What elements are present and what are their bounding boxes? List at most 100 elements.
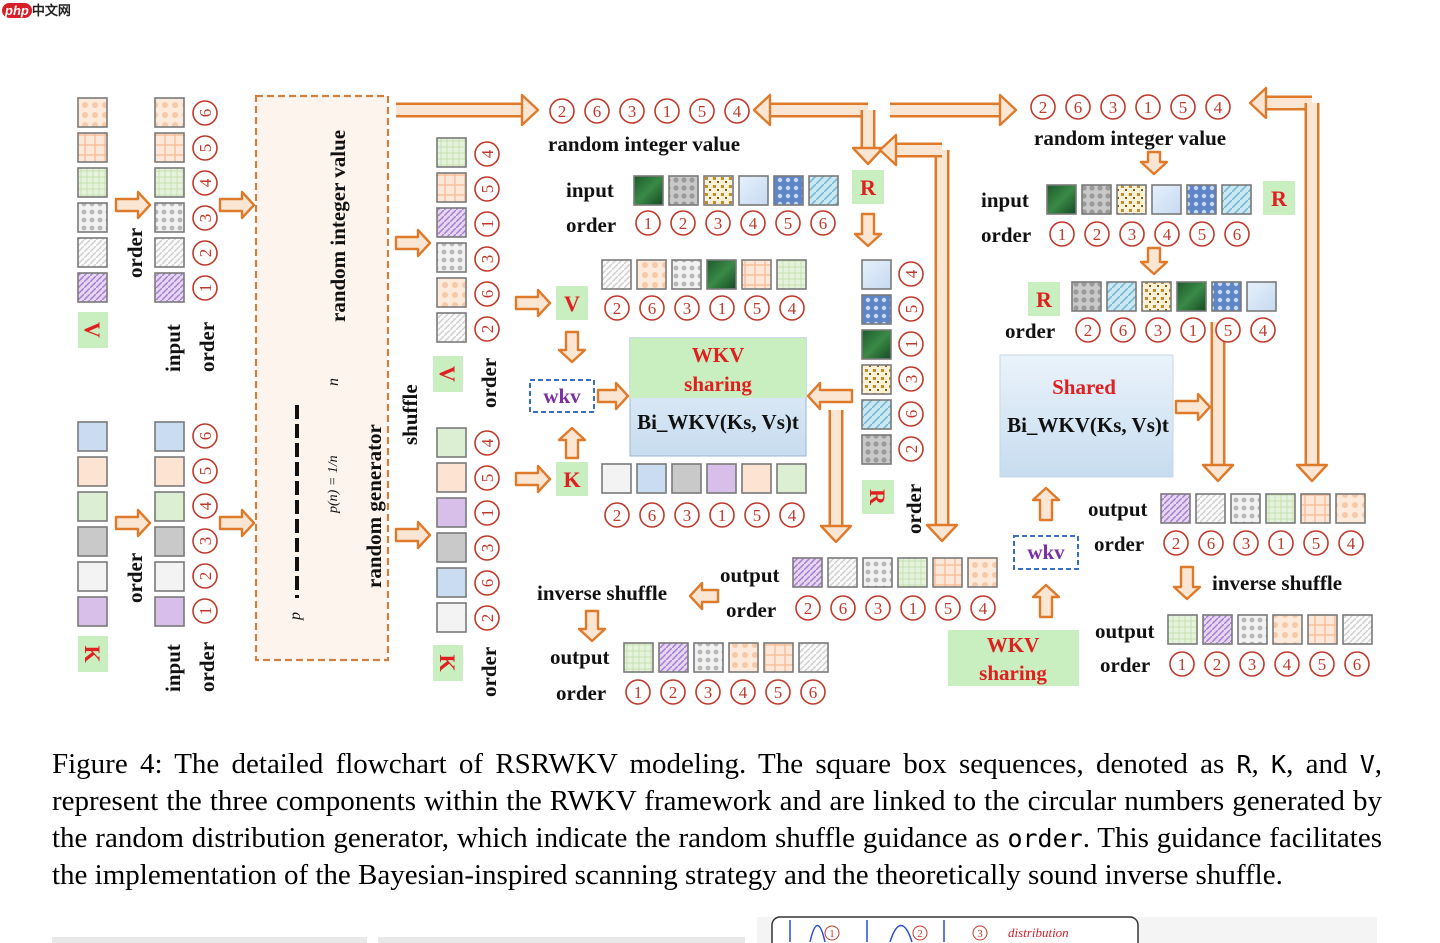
mid-output-cell — [792, 557, 823, 588]
mid-r-order-circle: 2 — [670, 210, 696, 236]
mid-k-row-circle: 1 — [709, 502, 735, 528]
right-r-order-circle-value: 5 — [1198, 225, 1207, 244]
k-shuffled-circle: 2 — [474, 605, 500, 631]
right-output-order-label: order — [1094, 532, 1144, 556]
top1-circle-value: 4 — [733, 102, 742, 121]
mid-v-shuffled-row-cell — [776, 259, 807, 290]
right-r-order-circle: 4 — [1154, 221, 1180, 247]
right-final-order-circle: 2 — [1204, 651, 1230, 677]
pipe-right-down2-head — [1295, 463, 1329, 483]
top2-circle-value: 5 — [1179, 98, 1188, 117]
right-final-order-circle: 4 — [1274, 651, 1300, 677]
v-shuffled-circle: 5 — [474, 176, 500, 202]
final-output-cell-mid — [728, 642, 759, 673]
mid-output-circle: 5 — [935, 595, 961, 621]
mid-v-shuffled-row-cell — [601, 259, 632, 290]
k-shuffled-cell — [436, 427, 467, 458]
top2-circle: 6 — [1065, 94, 1091, 120]
v-order-label: order — [123, 228, 147, 278]
right-final-output-cell — [1167, 614, 1198, 645]
right-output-cell — [1160, 493, 1191, 524]
mid-r-order-circle: 4 — [740, 210, 766, 236]
top2-circle-value: 1 — [1144, 98, 1153, 117]
top1-circle: 3 — [619, 98, 645, 124]
final-order-circle-mid-value: 3 — [704, 683, 713, 702]
mid-output-cell — [862, 557, 893, 588]
mid-r-input-cell — [668, 175, 699, 206]
top2-random-integer-label: random integer value — [1034, 126, 1226, 150]
r-label-right-row: R — [1036, 287, 1053, 312]
mid-r-shuffled-cell — [861, 399, 892, 430]
right-output-circle: 5 — [1303, 530, 1329, 556]
mid-r-col-order-label: order — [902, 484, 926, 534]
mid-r-col-circle-value: 4 — [902, 269, 921, 278]
k-shuffled-circle: 5 — [474, 465, 500, 491]
mid-r-order-circle: 3 — [705, 210, 731, 236]
arrow-inverse-down — [577, 609, 607, 643]
mid-output-circle-value: 4 — [979, 599, 988, 618]
k-order-circle-value: 3 — [196, 537, 215, 546]
mid-r-col-circle-value: 2 — [902, 445, 921, 454]
mid-r-input-cell — [703, 175, 734, 206]
right-input-label: input — [981, 188, 1029, 212]
mid-input-label: input — [566, 178, 614, 202]
top2-circle: 4 — [1205, 94, 1231, 120]
wkv-label-mid: wkv — [543, 384, 581, 408]
v-shuffled-circle-value: 5 — [478, 185, 497, 194]
top1-circle-value: 1 — [663, 102, 672, 121]
top1-circle: 2 — [549, 98, 575, 124]
v-shuffled-cell — [436, 242, 467, 273]
shuffle-label: shuffle — [398, 384, 422, 445]
v-shuffled-cell — [436, 207, 467, 238]
v-order-circle: 3 — [192, 205, 218, 231]
v-shuffled-circle-value: 2 — [478, 325, 497, 334]
mid-v-row-circle: 4 — [779, 295, 805, 321]
v-order-circle: 1 — [192, 275, 218, 301]
v-shuffled-circle-value: 3 — [478, 255, 497, 264]
mid-v-shuffled-row-cell — [671, 259, 702, 290]
mid-v-row-circle: 6 — [639, 295, 665, 321]
right-output-circle-value: 2 — [1172, 534, 1181, 553]
right-r-shuffled-circle-value: 6 — [1119, 321, 1128, 340]
right-final-order-circle-value: 3 — [1248, 655, 1257, 674]
mid-k-row-circle: 4 — [779, 502, 805, 528]
mid-v-row-circle: 1 — [709, 295, 735, 321]
final-output-cell-mid — [623, 642, 654, 673]
final-order-circle-mid-value: 5 — [774, 683, 783, 702]
mid-r-order-circle-value: 6 — [819, 214, 828, 233]
k-ordered-cell — [154, 561, 185, 592]
v-input-cell — [77, 237, 108, 268]
mid-r-shuffled-cell — [861, 329, 892, 360]
right-output-circle-value: 1 — [1277, 534, 1286, 553]
final-order-circle-mid-value: 6 — [809, 683, 818, 702]
right-r-shuffled-cell — [1211, 281, 1242, 312]
final-order-circle-mid: 1 — [625, 679, 651, 705]
mid-r-shuffled-cell — [861, 294, 892, 325]
right-output-label: output — [1088, 497, 1148, 521]
mid-k-shuffled-row-cell — [671, 463, 702, 494]
gen-formula: p(n) = 1/n — [326, 455, 341, 514]
gen-random-integer-label: random integer value — [326, 130, 350, 322]
mid-v-row-circle-value: 3 — [683, 299, 692, 318]
final-order-label-mid: order — [556, 681, 606, 705]
right-order-label: order — [981, 223, 1031, 247]
k-shuffled-circle-value: 2 — [478, 614, 497, 623]
mid-v-row-circle-value: 2 — [613, 299, 622, 318]
v-label-mid-bg — [556, 286, 588, 320]
right-output-cell — [1300, 493, 1331, 524]
k-input-cell — [77, 456, 108, 487]
k-shuffled-circle: 4 — [474, 430, 500, 456]
k-shuffled-cell — [436, 497, 467, 528]
v-label-left-bg — [78, 312, 108, 348]
right-output-circle-value: 4 — [1347, 534, 1356, 553]
mid-r-col-circle-value: 6 — [902, 410, 921, 419]
right-final-order-circle: 5 — [1309, 651, 1335, 677]
wkv-sharing-mid-1: WKV — [692, 343, 745, 367]
final-order-circle-mid: 3 — [695, 679, 721, 705]
top1-circle: 1 — [654, 98, 680, 124]
mid-r-col-circle-value: 1 — [902, 340, 921, 349]
k-shuffled-cell — [436, 602, 467, 633]
right-r-shuffled-circle-value: 2 — [1084, 321, 1093, 340]
top1-circle: 5 — [689, 98, 715, 124]
